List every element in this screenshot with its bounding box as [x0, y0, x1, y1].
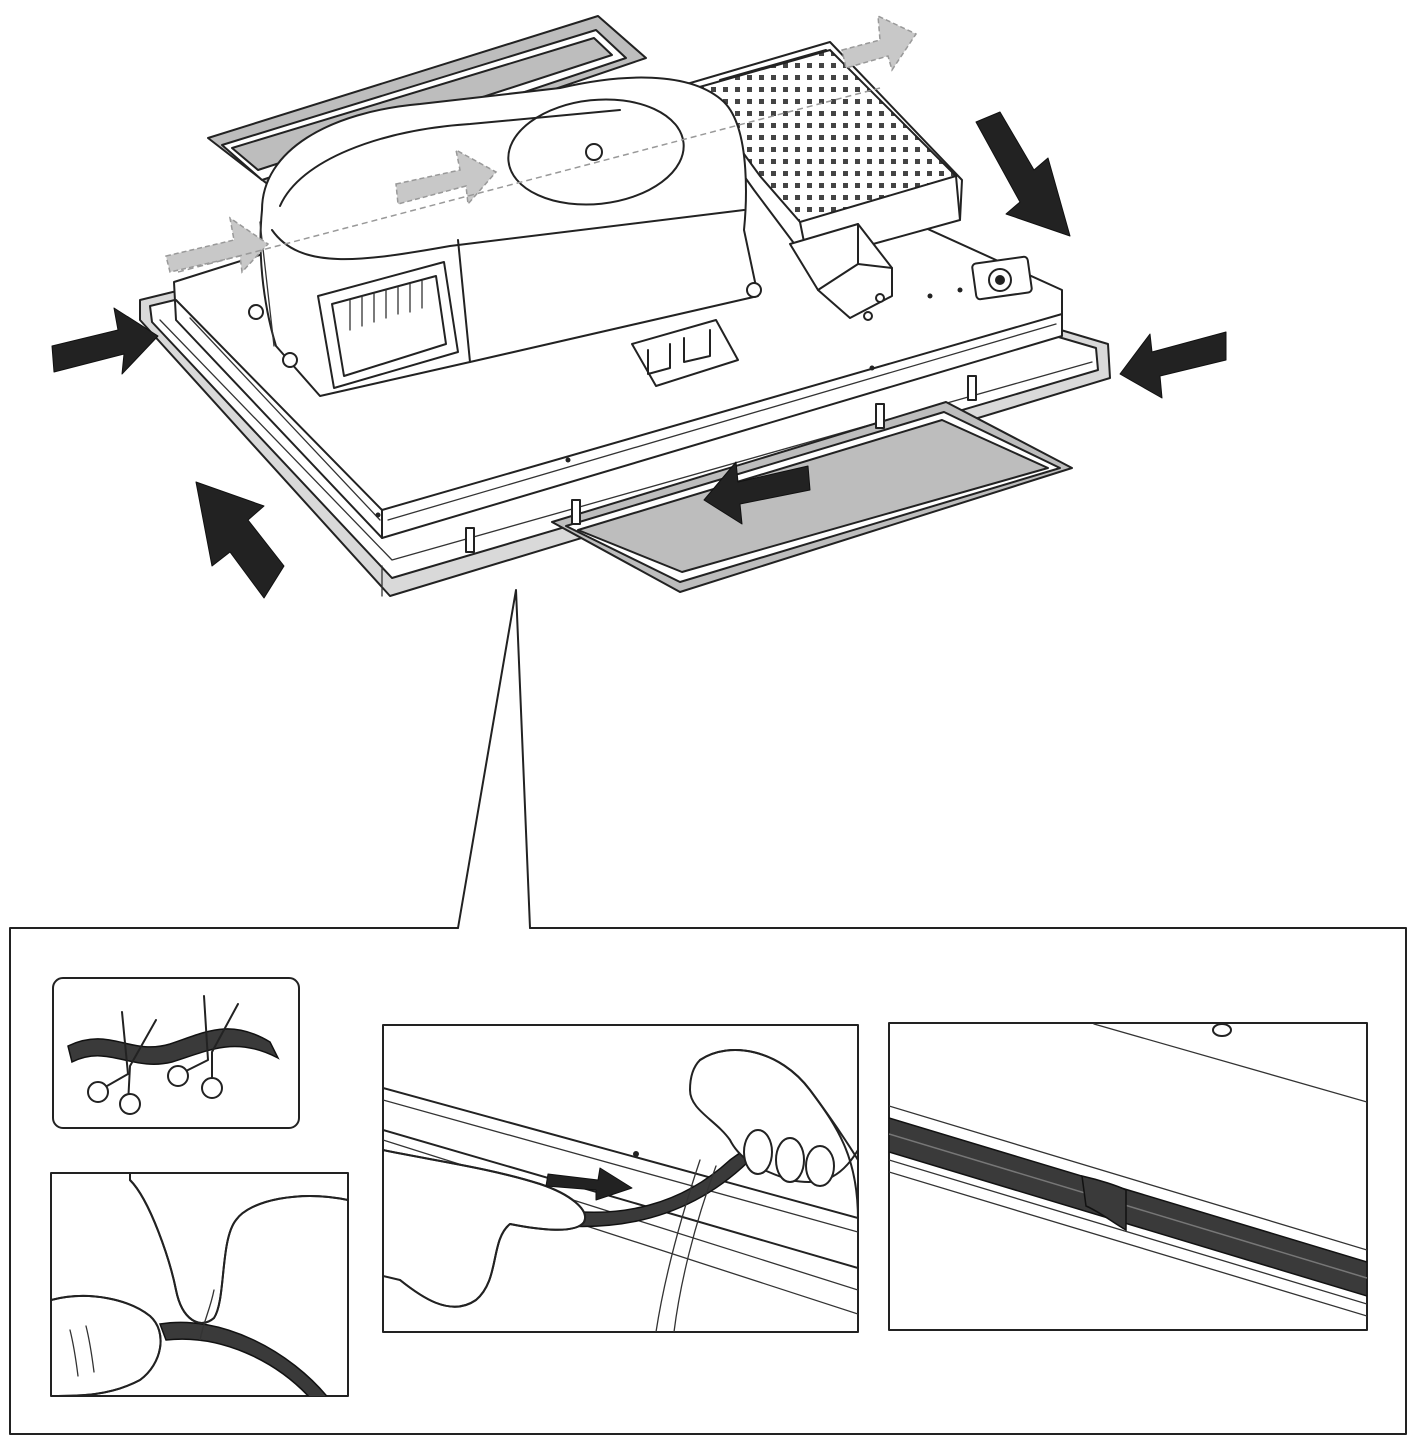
- arrow-icon: [545, 1167, 633, 1201]
- apply-gasket-panel: [382, 1024, 859, 1333]
- peel-tape-panel: [50, 1172, 349, 1397]
- arrow-icon: [195, 481, 285, 599]
- hood-assembly: [51, 14, 1227, 599]
- arrow-icon: [703, 461, 811, 525]
- mounting-bracket: [631, 319, 739, 387]
- junction-box: [789, 223, 893, 321]
- arrow-icon: [51, 307, 159, 375]
- scissors-icon: [167, 995, 239, 1099]
- scissors-icon: [87, 1011, 157, 1115]
- control-knob: [971, 255, 1033, 301]
- arrow-icon: [975, 111, 1071, 237]
- intake-arrows: [51, 111, 1227, 599]
- blower-outlet: [317, 261, 459, 389]
- electronics-cover: [679, 41, 963, 263]
- front-filter: [551, 401, 1073, 593]
- cut-gasket-panel: [52, 977, 300, 1129]
- arrow-icon: [1119, 331, 1227, 399]
- exhaust-arrows: [165, 14, 918, 274]
- gasket-result-panel: [888, 1022, 1368, 1331]
- detail-callout: [9, 589, 1407, 1435]
